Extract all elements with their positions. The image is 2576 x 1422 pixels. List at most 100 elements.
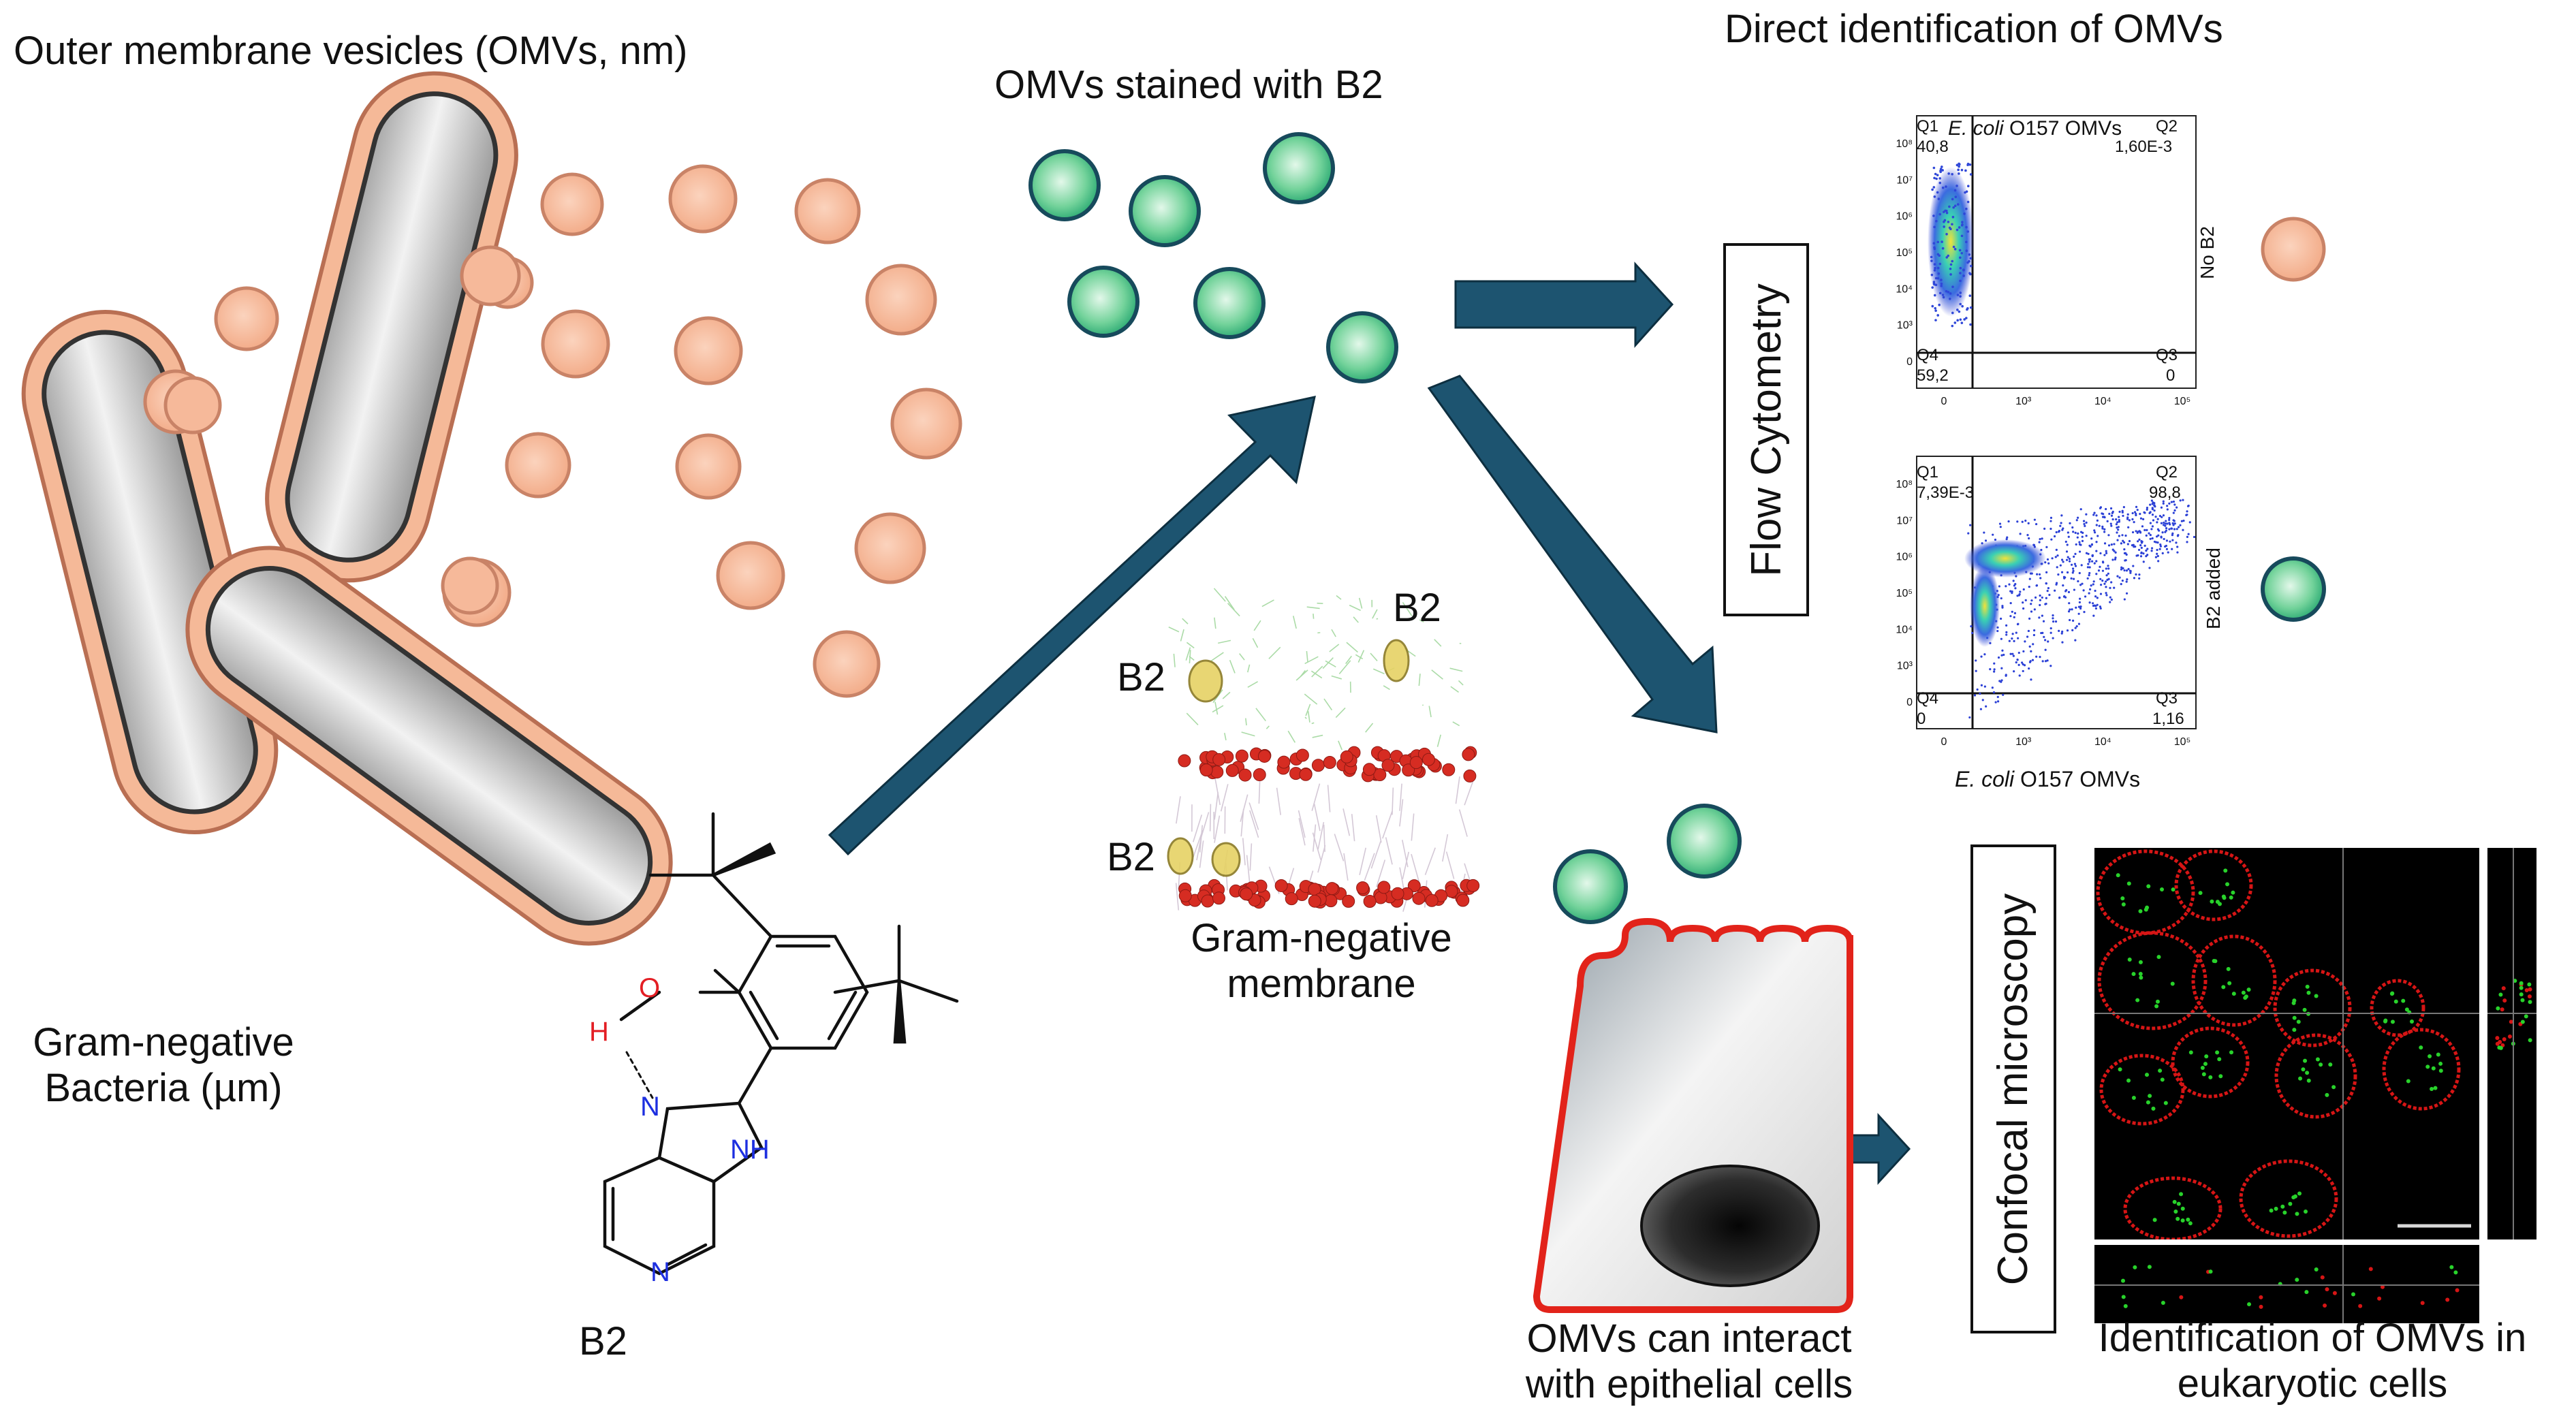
- event-dot: [2164, 522, 2167, 525]
- lipid-tail: [1338, 660, 1351, 674]
- event-dot: [2016, 595, 2019, 597]
- event-dot: [2000, 680, 2002, 683]
- event-dot: [2074, 639, 2077, 642]
- event-dot: [2170, 501, 2173, 503]
- event-dot: [2088, 592, 2090, 595]
- lipid-tail: [1222, 691, 1231, 699]
- event-dot: [2138, 577, 2141, 580]
- cell-membrane: [2174, 849, 2253, 921]
- event-dot: [2127, 568, 2130, 571]
- omv-signal: [2131, 1095, 2136, 1100]
- lipid-tail: [1411, 813, 1415, 841]
- omv-signal: [2306, 990, 2311, 995]
- omv-signal: [2319, 1062, 2323, 1067]
- event-dot: [2061, 630, 2064, 633]
- event-dot: [1964, 207, 1968, 210]
- event-dot: [2149, 537, 2152, 540]
- event-dot: [2168, 502, 2171, 505]
- quadrant-q2-label: Q2: [2156, 463, 2178, 481]
- omv-signal: [2145, 1073, 2150, 1077]
- event-dot: [2046, 590, 2049, 592]
- event-dot: [2088, 544, 2091, 547]
- event-dot: [2092, 580, 2095, 583]
- event-dot: [2046, 558, 2049, 561]
- event-dot: [2030, 650, 2032, 653]
- omv-signal: [2126, 881, 2131, 886]
- event-dot: [2061, 641, 2064, 644]
- lipid-tail: [1175, 883, 1180, 911]
- omv-vesicle: [214, 286, 279, 351]
- event-dot: [2071, 629, 2074, 631]
- event-dot: [2021, 520, 2024, 523]
- event-dot: [2123, 598, 2126, 601]
- event-dot: [2099, 592, 2103, 595]
- omv-signal: [2301, 1067, 2306, 1072]
- arrow-to-flow-cytometry: [1454, 262, 1674, 348]
- event-dot: [1933, 225, 1936, 229]
- event-dot: [2168, 518, 2171, 521]
- event-dot: [1959, 318, 1962, 321]
- event-dot: [1951, 259, 1954, 263]
- lipid-tail: [1431, 669, 1443, 680]
- event-dot: [2151, 537, 2154, 540]
- event-dot: [2000, 597, 2002, 600]
- event-dot: [2165, 544, 2168, 548]
- event-dot: [2120, 568, 2123, 571]
- event-dot: [2035, 655, 2038, 658]
- side-label-no-b2: No B2: [2196, 226, 2218, 279]
- event-dot: [1938, 181, 1942, 185]
- lipid-tail: [1305, 704, 1311, 716]
- y-tick-label: 10⁸: [1896, 138, 1913, 150]
- omv-signal: [2288, 1201, 2293, 1206]
- lipid-head: [1425, 894, 1439, 907]
- event-dot: [2139, 513, 2141, 516]
- event-dot: [1931, 286, 1934, 289]
- lipid-head: [1456, 894, 1470, 907]
- event-dot: [1959, 266, 1962, 270]
- event-dot: [2052, 637, 2054, 639]
- membrane-label-line2: membrane: [1227, 961, 1416, 1006]
- event-dot: [1938, 254, 1941, 257]
- event-dot: [2125, 553, 2128, 556]
- event-dot: [2013, 584, 2016, 587]
- event-dot: [1947, 254, 1950, 257]
- event-dot: [2103, 531, 2106, 533]
- event-dot: [2039, 603, 2041, 607]
- event-dot: [1960, 234, 1964, 238]
- event-dot: [1966, 185, 1970, 187]
- event-dot: [2071, 619, 2075, 622]
- ortho-signal: [2453, 1270, 2458, 1275]
- event-dot: [2072, 578, 2075, 580]
- ortho-signal: [2527, 994, 2532, 999]
- quadrant-q1-value: 40,8: [1917, 138, 1949, 156]
- ortho-signal: [2161, 1300, 2165, 1305]
- event-dot: [2051, 557, 2054, 560]
- event-dot: [2168, 528, 2171, 531]
- lipid-tail: [1311, 665, 1323, 678]
- event-dot: [1976, 688, 1979, 691]
- omv-signal: [2433, 1086, 2438, 1090]
- omv-signal: [2131, 972, 2136, 977]
- event-dot: [1968, 253, 1971, 256]
- event-dot: [2055, 531, 2058, 534]
- event-dot: [2016, 658, 2019, 661]
- lipid-head: [1199, 763, 1213, 777]
- ortho-signal: [2179, 1295, 2184, 1299]
- omv-signal: [2428, 1054, 2432, 1058]
- ortho-signal: [2501, 986, 2506, 991]
- plot-title: E. coli O157 OMVs: [1948, 117, 2122, 141]
- omv-signal: [2430, 1087, 2434, 1092]
- membrane-b2-label: B2: [1393, 586, 1441, 630]
- event-dot: [1941, 247, 1945, 250]
- ortho-signal: [2295, 1278, 2299, 1282]
- event-dot: [2161, 531, 2164, 534]
- event-dot: [2151, 508, 2154, 511]
- event-dot: [2118, 510, 2121, 514]
- event-dot: [1933, 269, 1936, 272]
- omv-signal: [2188, 1221, 2193, 1226]
- x-tick-label: 10⁵: [2174, 396, 2190, 407]
- omv-vesicle: [675, 433, 742, 500]
- event-dot: [2173, 522, 2176, 525]
- event-dot: [2116, 526, 2118, 529]
- event-dot: [2044, 603, 2047, 605]
